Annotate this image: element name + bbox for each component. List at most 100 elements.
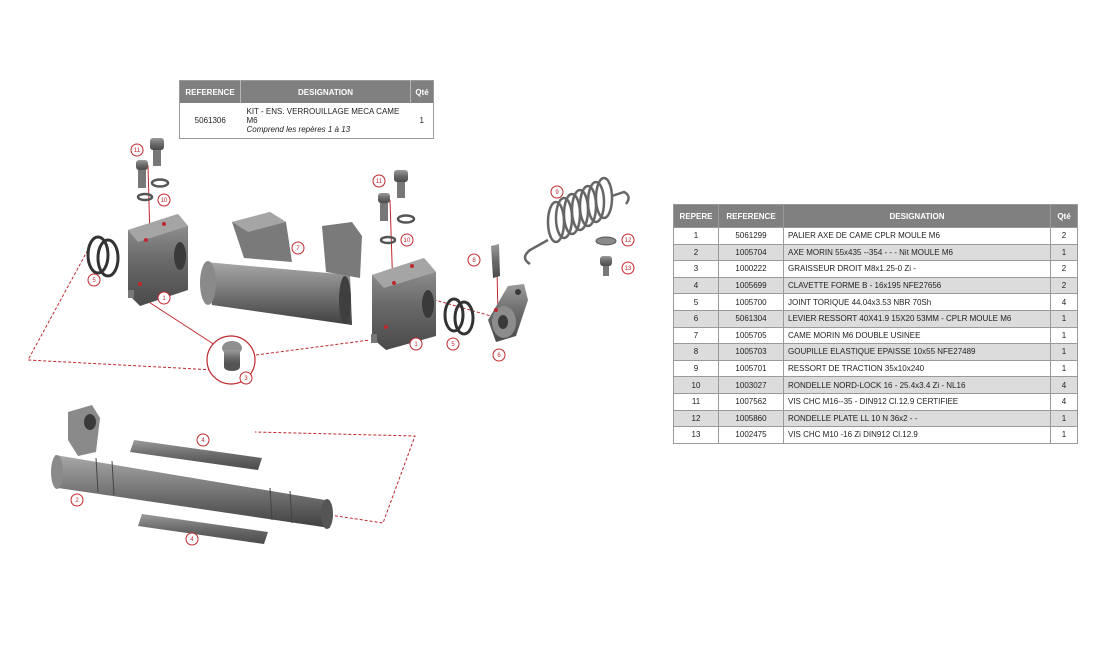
flat-washer — [595, 236, 617, 246]
callout-1-right: 1 — [409, 337, 423, 351]
cell-reference: 1005699 — [718, 276, 784, 295]
cell-designation: GRAISSEUR DROIT M8x1.25-0 Zi - — [783, 260, 1051, 278]
cell-reference: 1003027 — [718, 376, 784, 394]
cell-repere: 4 — [673, 276, 719, 295]
cam-part — [200, 212, 362, 325]
parts-table-header: REPERE REFERENCE DESIGNATION Qté — [673, 204, 1078, 228]
cell-reference: 5061299 — [718, 227, 784, 245]
cell-designation: CLAVETTE FORME B - 16x195 NFE27656 — [783, 276, 1051, 295]
callout-3: 3 — [239, 371, 253, 385]
cell-designation: RONDELLE NORD-LOCK 16 - 25.4x3.4 Zi - NL… — [783, 376, 1051, 394]
svg-text:7: 7 — [296, 246, 300, 252]
cell-designation: VIS CHC M10 -16 Zi DIN912 Cl.12.9 — [783, 426, 1051, 444]
cell-repere: 11 — [673, 392, 719, 411]
cell-repere: 3 — [673, 260, 719, 278]
grease-nipple-left — [128, 290, 134, 298]
cell-designation: PALIER AXE DE CAME CPLR MOULE M6 — [783, 227, 1051, 245]
svg-text:5: 5 — [451, 342, 455, 348]
callout-10-right: 10 — [400, 233, 414, 247]
cell-designation: VIS CHC M16--35 - DIN912 Cl.12.9 CERTIFI… — [783, 392, 1051, 411]
callout-5-left: 5 — [87, 273, 101, 287]
svg-text:2: 2 — [75, 498, 79, 504]
cell-reference: 1005700 — [718, 293, 784, 311]
cell-qty: 1 — [1050, 326, 1078, 345]
bearing-block-left — [128, 214, 188, 306]
cell-reference: 1000222 — [718, 260, 784, 278]
cell-repere: 10 — [673, 376, 719, 394]
cell-repere: 8 — [673, 343, 719, 361]
cell-reference: 1002475 — [718, 426, 784, 444]
cell-designation: RONDELLE PLATE LL 10 N 36x2 - - — [783, 409, 1051, 428]
svg-text:1: 1 — [414, 342, 418, 348]
cell-designation: AXE MORIN 55x435 --354 - - - Nit MOULE M… — [783, 243, 1051, 262]
svg-text:9: 9 — [555, 190, 559, 196]
callout-1-left: 1 — [157, 291, 171, 305]
grease-nipple-right — [371, 334, 377, 343]
cell-repere: 9 — [673, 359, 719, 378]
svg-text:12: 12 — [625, 238, 632, 244]
kit-designation: KIT - ENS. VERROUILLAGE MECA CAME M6 Com… — [241, 103, 411, 139]
cell-qty: 4 — [1050, 392, 1078, 411]
cell-designation: JOINT TORIQUE 44.04x3.53 NBR 70Sh — [783, 293, 1051, 311]
bearing-block-right — [372, 258, 436, 350]
kit-header-reference: REFERENCE — [179, 80, 241, 103]
callout-5-right: 5 — [446, 337, 460, 351]
cell-qty: 2 — [1050, 276, 1078, 295]
cell-designation: RESSORT DE TRACTION 35x10x240 — [783, 359, 1051, 378]
svg-text:3: 3 — [244, 376, 248, 382]
screw-right-top — [378, 170, 416, 245]
callout-11-right: 11 — [372, 174, 386, 188]
svg-text:5: 5 — [92, 278, 96, 284]
svg-text:11: 11 — [134, 148, 141, 154]
o-rings-right — [443, 297, 475, 336]
callouts: 11 10 5 1 7 3 11 10 1 5 8 6 9 12 13 4 2 … — [70, 143, 635, 546]
cell-reference: 1005705 — [718, 326, 784, 345]
grease-nipple-detail — [206, 335, 256, 385]
callout-11-left: 11 — [130, 143, 144, 157]
callout-10-left: 10 — [157, 193, 171, 207]
kit-reference: 5061306 — [194, 116, 226, 125]
cell-qty: 1 — [1050, 343, 1078, 361]
kit-table-header: REFERENCE DESIGNATION Qté — [179, 80, 434, 103]
callout-12: 12 — [621, 233, 635, 247]
kit-designation-line2: Comprend les repères 1 à 13 — [246, 125, 351, 134]
cell-qty: 2 — [1050, 227, 1078, 245]
kit-designation-line1: KIT - ENS. VERROUILLAGE MECA CAME M6 — [246, 107, 400, 125]
cell-repere: 1 — [673, 227, 719, 245]
cell-repere: 13 — [673, 426, 719, 444]
cell-qty: 1 — [1050, 243, 1078, 262]
svg-text:4: 4 — [201, 438, 205, 444]
cell-reference: 1005701 — [718, 359, 784, 378]
cell-qty: 4 — [1050, 293, 1078, 311]
cell-repere: 6 — [673, 309, 719, 328]
cell-reference: 1005704 — [718, 243, 784, 262]
callout-4-lower: 4 — [185, 532, 199, 546]
kit-header-qty: Qté — [410, 80, 434, 103]
header-designation: DESIGNATION — [783, 204, 1051, 228]
kit-header-designation: DESIGNATION — [240, 80, 411, 103]
o-rings-left — [86, 235, 120, 278]
header-repere: REPERE — [673, 204, 719, 228]
cell-designation: CAME MORIN M6 DOUBLE USINEE — [783, 326, 1051, 345]
spring-pin — [491, 244, 500, 278]
cell-designation: GOUPILLE ELASTIQUE EPAISSE 10x55 NFE2748… — [783, 343, 1051, 361]
cell-qty: 1 — [1050, 426, 1078, 444]
cell-qty: 1 — [1050, 359, 1078, 378]
cell-qty: 4 — [1050, 376, 1078, 394]
screw-13 — [600, 256, 612, 276]
svg-text:10: 10 — [404, 238, 411, 244]
callout-6: 6 — [492, 348, 506, 362]
screw-left-top — [136, 138, 170, 202]
kit-table: REFERENCE DESIGNATION Qté 5061306 KIT - … — [179, 80, 434, 139]
